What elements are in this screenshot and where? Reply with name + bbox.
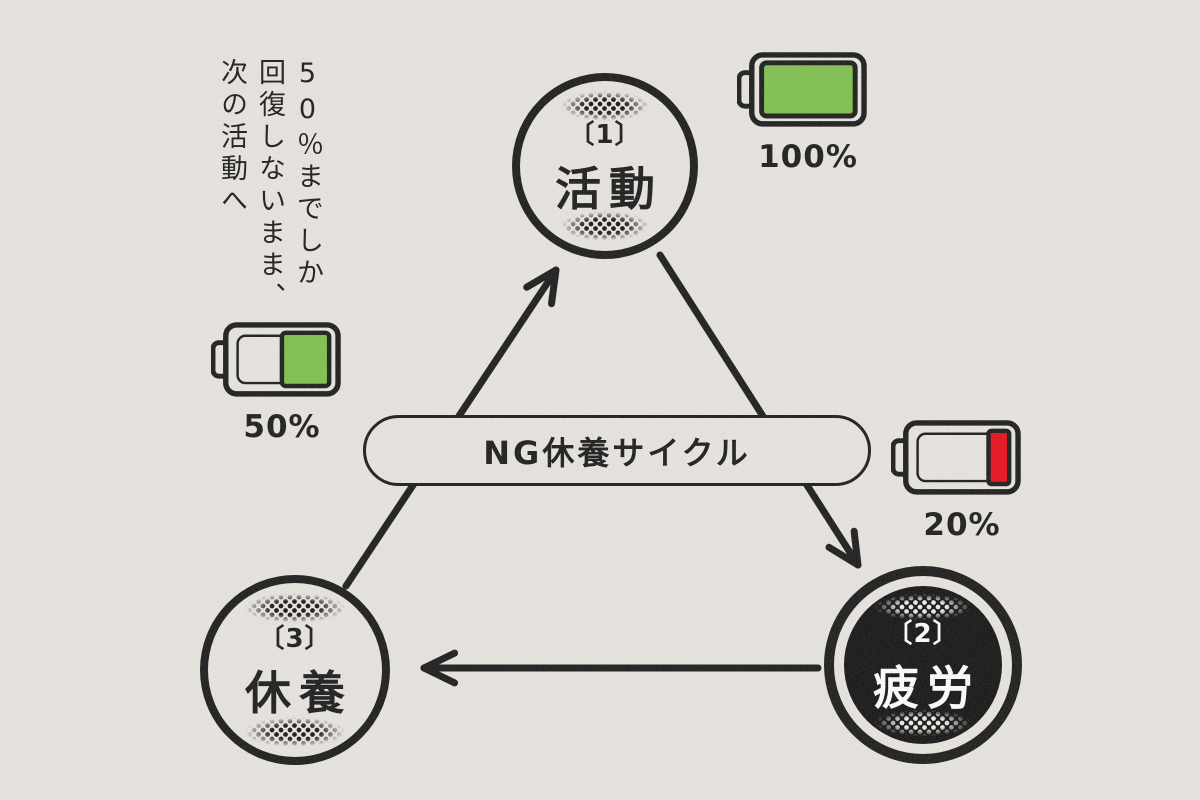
battery-100: 100%	[737, 52, 867, 175]
side-note: 50％までしか 回復しないまま、 次の活動へ	[216, 58, 323, 314]
node-fatigue-label: 疲労	[873, 660, 981, 715]
battery-50-label: 50%	[243, 408, 321, 445]
node-fatigue-disc: 〔2〕 疲労	[844, 586, 1002, 744]
battery-20-label: 20%	[923, 506, 1001, 543]
node-fatigue: 〔2〕 疲労	[824, 566, 1022, 764]
battery-full-icon	[737, 52, 867, 127]
node-activity-text: 〔1〕 活動	[547, 114, 663, 219]
battery-low-icon	[891, 420, 1021, 495]
node-rest: 〔3〕 休養	[200, 575, 390, 765]
arrow-activity-to-fatigue-icon	[656, 251, 862, 569]
battery-100-label: 100%	[758, 138, 858, 175]
node-activity-label: 活動	[555, 161, 663, 216]
node-rest-number: 〔3〕	[258, 623, 332, 654]
cycle-title: NG休養サイクル	[483, 433, 751, 472]
node-rest-label: 休養	[245, 665, 353, 720]
battery-half-icon	[211, 322, 341, 397]
node-activity-number: 〔1〕	[568, 119, 642, 150]
node-fatigue-number: 〔2〕	[886, 618, 960, 649]
battery-20: 20%	[891, 420, 1021, 543]
node-rest-text: 〔3〕 休養	[237, 618, 353, 723]
battery-fill	[986, 428, 1012, 487]
battery-fill	[279, 330, 332, 389]
node-activity: 〔1〕 活動	[512, 73, 698, 259]
arrow-fatigue-to-rest-icon	[420, 649, 822, 687]
cycle-title-pill: NG休養サイクル	[363, 415, 871, 486]
battery-50: 50%	[211, 322, 341, 445]
battery-fill	[759, 60, 858, 119]
node-fatigue-text: 〔2〕 疲労	[865, 613, 981, 718]
